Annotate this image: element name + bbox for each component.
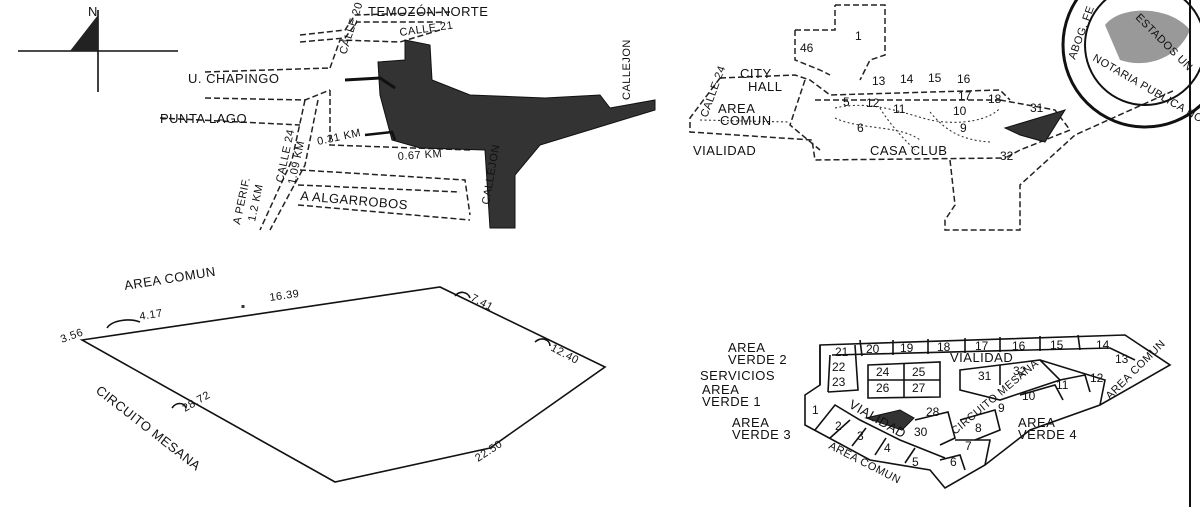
- plan-lot-7: 7: [965, 439, 972, 453]
- plan-lot-26: 26: [876, 381, 890, 395]
- site-lot-13: 13: [872, 74, 886, 88]
- site-lot-16: 16: [957, 72, 971, 86]
- label-area: AREA: [718, 101, 755, 116]
- plan-lot-14: 14: [1096, 338, 1110, 352]
- site-lot-31: 31: [1030, 101, 1044, 115]
- plan-lot-2: 2: [835, 419, 842, 433]
- site-lot-1: 1: [855, 29, 862, 43]
- polygon-label-circuito-mesana: CIRCUITO MESANA: [93, 383, 204, 474]
- site-lot-6: 6: [857, 121, 864, 135]
- plan-lot-32: 32: [1013, 364, 1027, 378]
- plan-lot-24: 24: [876, 365, 890, 379]
- label-area-verde-4-b: VERDE 4: [1018, 427, 1077, 442]
- label-servicios: SERVICIOS: [700, 368, 775, 383]
- site-lot-5: 5: [843, 95, 850, 109]
- dim-1240: 12.40: [549, 342, 581, 367]
- site-lot-18: 18: [988, 92, 1002, 106]
- plan-lot-30: 30: [914, 425, 928, 439]
- plan-lot-4: 4: [884, 441, 891, 455]
- label-u-chapingo: U. CHAPINGO: [188, 71, 279, 86]
- label-area-verde-3-a: AREA: [732, 415, 769, 430]
- plan-lot-12: 12: [1090, 371, 1104, 385]
- property-parcel-32: [1003, 109, 1067, 143]
- label-a-algarrobos: A ALGARROBOS: [300, 188, 409, 212]
- site-lot-15: 15: [928, 71, 942, 85]
- label-dist-067: 0.67 KM: [397, 148, 442, 163]
- label-area-verde-1-b: VERDE 1: [702, 394, 761, 409]
- notary-seal: ABOG. FE ESTADOS UN NOTARIA PUBLICA NO: [1061, 0, 1200, 507]
- plan-lot-18: 18: [937, 340, 951, 354]
- site-lot-32: 32: [1000, 149, 1014, 163]
- plan-lot-23: 23: [832, 375, 846, 389]
- plan-lot-25: 25: [912, 365, 926, 379]
- label-area-verde-3-b: VERDE 3: [732, 427, 791, 442]
- plan-lot-5: 5: [912, 455, 919, 469]
- seal-emblem-icon: [1105, 10, 1190, 64]
- plan-lot-15: 15: [1050, 338, 1064, 352]
- site-lot-46: 46: [800, 41, 814, 55]
- north-label: N: [88, 4, 98, 19]
- plan-lot-10: 10: [1022, 389, 1036, 403]
- site-map: 1 46 CITY HALL AREA COMUN CALLE 24 VIALI…: [689, 4, 1176, 231]
- label-hall: HALL: [748, 79, 783, 94]
- dim-741: 7.41: [469, 292, 495, 314]
- plan-lot-9: 9: [998, 401, 1005, 415]
- site-label-vialidad: VIALIDAD: [693, 143, 756, 158]
- label-city: CITY: [740, 66, 772, 81]
- dim-417: 4.17: [139, 307, 164, 323]
- plan-lot-17: 17: [975, 339, 989, 353]
- site-lot-11: 11: [893, 102, 906, 116]
- dim-2250: 22.50: [473, 438, 505, 464]
- label-callejon-right: CALLEJON: [621, 39, 633, 100]
- label-area-comun-right: AREA COMUN: [1104, 338, 1168, 402]
- dim-356: 3.56: [59, 327, 85, 346]
- plan-lot-28: 28: [926, 405, 940, 419]
- plan-lot-31: 31: [978, 369, 992, 383]
- label-area-verde-2-a: AREA: [728, 340, 765, 355]
- label-punta-lago: PUNTA LAGO: [160, 111, 247, 126]
- highlighted-lot: [864, 409, 915, 431]
- plan-lot-16: 16: [1012, 339, 1026, 353]
- plan-lot-1: 1: [812, 403, 819, 417]
- plan-lot-13: 13: [1115, 352, 1129, 366]
- plan-lot-11: 11: [1056, 378, 1069, 392]
- north-arrow-icon: [70, 15, 98, 51]
- label-vialidad-top: VIALIDAD: [950, 350, 1013, 365]
- lot-plan: AREA VERDE 2 SERVICIOS AREA VERDE 1 AREA…: [700, 334, 1172, 490]
- plan-lot-22: 22: [832, 360, 846, 374]
- polygon-boundary: [79, 286, 607, 483]
- label-calle-20: CALLE 20: [337, 1, 365, 56]
- site-lot-10: 10: [953, 104, 967, 118]
- label-area-verde-4-a: AREA: [1018, 415, 1055, 430]
- lot-polygon: AREA COMUN 3.56 4.17 16.39 7.41 12.40 22…: [59, 264, 607, 483]
- north-arrow: N: [18, 4, 178, 92]
- label-area-verde-2-b: VERDE 2: [728, 352, 787, 367]
- dim-1639: 16.39: [269, 288, 300, 304]
- label-calle-21: CALLE 21: [399, 20, 454, 39]
- plan-lot-6: 6: [950, 455, 957, 469]
- label-comun: COMUN: [720, 113, 772, 128]
- plan-lot-21: 21: [835, 345, 849, 359]
- plan-lot-20: 20: [866, 342, 880, 356]
- property-parcel: [377, 39, 656, 229]
- label-casa-club: CASA CLUB: [870, 143, 947, 158]
- polygon-label-area-comun: AREA COMUN: [123, 264, 217, 293]
- location-map: TEMOZÓN NORTE CALLE 21 CALLE 20 U. CHAPI…: [159, 1, 656, 231]
- plan-lot-8: 8: [975, 421, 982, 435]
- plan-lot-27: 27: [912, 381, 926, 395]
- label-area-verde-1-a: AREA: [702, 382, 739, 397]
- site-lot-9: 9: [960, 121, 967, 135]
- plan-lot-3: 3: [857, 429, 864, 443]
- label-temozon-norte: TEMOZÓN NORTE: [368, 4, 488, 19]
- site-lot-12: 12: [866, 96, 880, 110]
- site-lot-17: 17: [958, 89, 972, 103]
- plan-lot-19: 19: [900, 341, 914, 355]
- site-lot-14: 14: [900, 72, 914, 86]
